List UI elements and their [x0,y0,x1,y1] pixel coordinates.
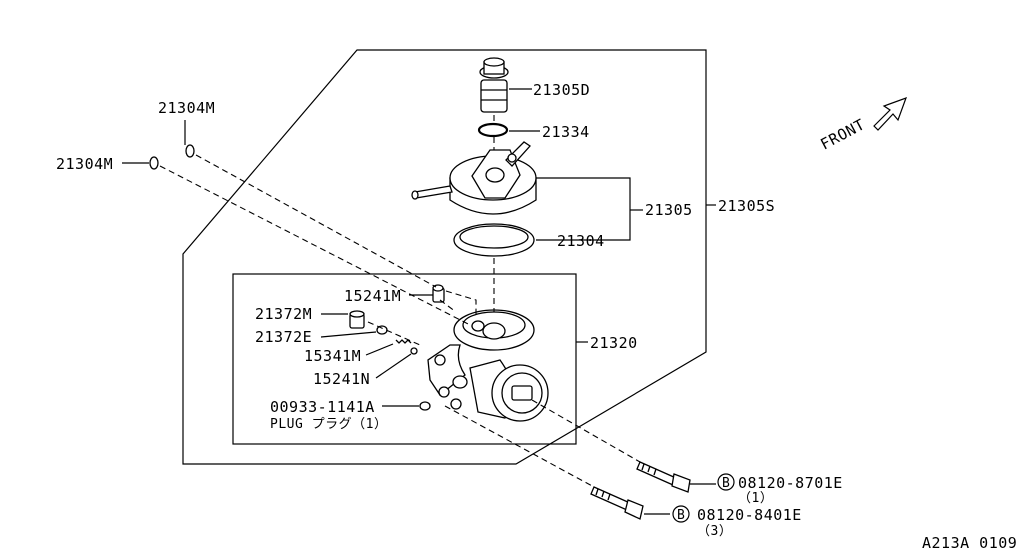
drain-plug-part [349,310,365,329]
bolt-marker-upper: B [722,476,730,491]
oil-cooler-housing-part [427,309,549,422]
diagram-code: A213A 0109 [922,534,1017,552]
small-o-ring-part-upper [185,144,195,158]
label-15241N: 15241N [313,370,370,388]
small-plug-part [419,401,431,411]
label-21304: 21304 [557,232,605,250]
label-00933-1141A: 00933-1141A [270,398,375,416]
bolt-marker-circle-lower [672,505,690,523]
leader-lines [122,88,716,515]
small-o-ring-part-lower [149,156,159,170]
front-direction-arrow [873,96,908,131]
oil-filter-cartridge-part [411,141,537,215]
assembly-boundary-frame [182,49,707,465]
filter-gasket-part [453,223,535,257]
bolt-part-lower [590,486,644,520]
label-bolt2-qty: （3） [697,524,732,539]
label-21372M: 21372M [255,305,312,323]
bolt-part-upper [636,461,691,493]
label-21305: 21305 [645,201,693,219]
bolt-marker-circle-upper [717,473,735,491]
label-08120-8701E: 08120-8701E [738,474,843,492]
valve-seat-part [410,347,418,355]
label-bolt1-qty: （1） [738,491,773,506]
label-21304M-lower: 21304M [56,155,113,173]
label-21304M-upper: 21304M [158,99,215,117]
label-plug: PLUG プラグ（1） [270,417,387,432]
label-08120-8401E: 08120-8401E [697,506,802,524]
bracket-subassembly-box [232,273,577,445]
bolt-marker-lower: B [677,508,685,523]
o-ring-part [477,122,509,138]
alignment-dashed-lines [159,115,641,488]
label-15241M: 15241M [344,287,401,305]
label-21372E: 21372E [255,328,312,346]
label-21334: 21334 [542,123,590,141]
label-15341M: 15341M [304,347,361,365]
center-bolt-part [479,57,509,113]
front-label: FRONT [817,115,868,153]
label-21305S: 21305S [718,197,775,215]
nipple-part [432,284,445,303]
label-21320: 21320 [590,334,638,352]
label-21305D: 21305D [533,81,590,99]
